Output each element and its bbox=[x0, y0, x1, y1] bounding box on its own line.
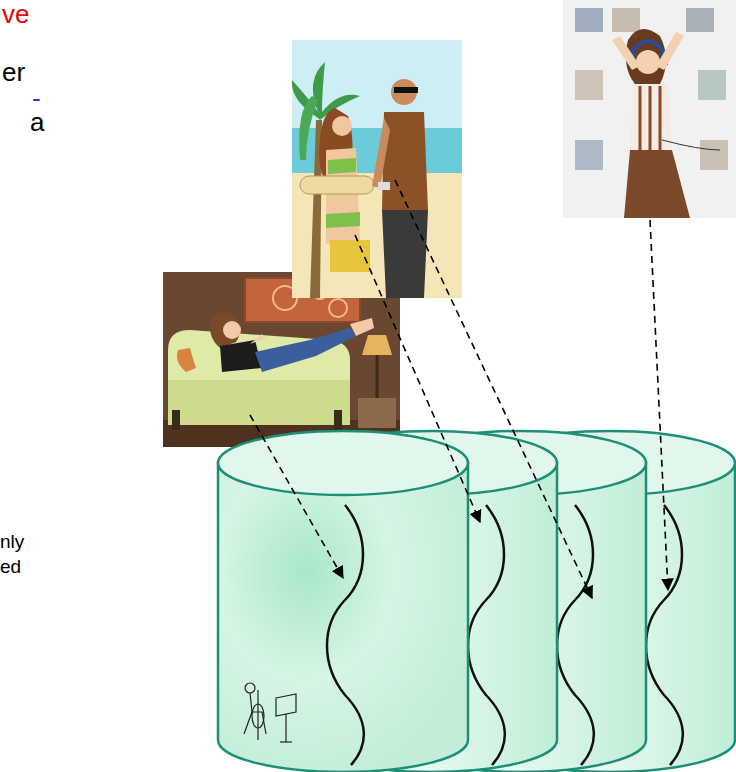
cellist-icon-part bbox=[257, 690, 258, 740]
couch-scene-part bbox=[220, 340, 262, 372]
headphones-scene-part bbox=[575, 70, 603, 100]
couch-scene-part bbox=[250, 334, 266, 344]
disk-part bbox=[327, 505, 364, 765]
beach-scene-part bbox=[299, 96, 318, 160]
beach-scene-part bbox=[300, 176, 374, 194]
headphones-scene-part bbox=[656, 32, 684, 70]
cellist-icon-part bbox=[280, 741, 292, 742]
leader-arrows-part bbox=[250, 415, 343, 578]
headphones-scene-part bbox=[612, 36, 640, 70]
beach-scene-part bbox=[378, 182, 390, 190]
cellist-icon-part bbox=[285, 714, 286, 742]
headphones-scene-part bbox=[700, 140, 728, 170]
couch-scene-part bbox=[358, 398, 396, 428]
couch-scene-part bbox=[163, 272, 400, 447]
leader-arrows-part bbox=[650, 220, 668, 590]
couch-scene-part bbox=[223, 321, 241, 339]
couch-scene-part bbox=[334, 410, 342, 430]
beach-scene-part bbox=[326, 212, 360, 228]
leader-arrows-part bbox=[395, 180, 592, 598]
couch-scene-part bbox=[362, 335, 392, 355]
disk-part bbox=[557, 505, 594, 765]
couch-scene-part bbox=[177, 348, 196, 372]
headphones-scene bbox=[563, 0, 736, 218]
cellist-icon-part bbox=[244, 712, 252, 734]
headphones-scene-part bbox=[630, 84, 672, 150]
slide-text-fragment: er bbox=[2, 58, 25, 87]
beach-scene-part bbox=[326, 148, 360, 244]
beach-scene-part bbox=[372, 118, 390, 188]
headphones-scene-part bbox=[632, 41, 664, 52]
slide-text-fragment: nly bbox=[0, 532, 24, 553]
headphones-scene-part bbox=[686, 8, 714, 32]
cellist-icon-part bbox=[276, 694, 296, 716]
headphones-scene-part bbox=[649, 86, 652, 150]
beach-scene-part bbox=[382, 210, 428, 298]
beach-scene-part bbox=[292, 62, 360, 120]
headphones-scene-part bbox=[624, 150, 690, 218]
slide-text-fragment: ed bbox=[0, 557, 21, 578]
beach-scene-part bbox=[330, 240, 370, 272]
headphones-scene-part bbox=[575, 140, 603, 170]
couch-scene-part bbox=[376, 355, 379, 402]
headphones-scene-part bbox=[575, 8, 603, 32]
leader-arrows-part bbox=[355, 235, 480, 522]
beach-scene-part bbox=[328, 158, 356, 174]
headphones-scene-part bbox=[563, 0, 736, 218]
disk bbox=[218, 431, 468, 772]
disk-part bbox=[468, 505, 505, 765]
cellist-icon-part bbox=[245, 683, 255, 693]
couch-scene-part bbox=[329, 299, 347, 317]
couch-scene-part bbox=[168, 380, 350, 425]
beach-scene-part bbox=[292, 40, 462, 298]
couch-scene bbox=[163, 272, 400, 447]
slide-text-fragment: ve bbox=[2, 0, 29, 29]
headphones-scene-part bbox=[612, 8, 640, 32]
headphones-scene-part bbox=[662, 140, 720, 150]
beach-scene-part bbox=[382, 112, 428, 210]
disk-stack bbox=[218, 431, 735, 772]
couch-scene-part bbox=[210, 312, 240, 348]
leader-arrows bbox=[250, 180, 668, 598]
disk-part bbox=[218, 463, 468, 772]
beach-scene-part bbox=[332, 116, 352, 136]
headphones-scene-part bbox=[636, 50, 660, 74]
couch-scene-part bbox=[172, 410, 180, 430]
disk-part bbox=[218, 431, 468, 495]
beach-scene bbox=[292, 40, 462, 298]
couch-scene-part bbox=[255, 328, 356, 372]
beach-scene-part bbox=[391, 79, 417, 105]
slide-text-fragment: a bbox=[30, 108, 44, 137]
headphones-scene-part bbox=[639, 86, 642, 150]
headphones-scene-part bbox=[659, 86, 662, 150]
couch-scene-part bbox=[350, 318, 374, 336]
headphones-scene-part bbox=[698, 70, 726, 100]
beach-scene-part bbox=[394, 87, 418, 93]
cellist-icon bbox=[244, 683, 296, 742]
disk-part bbox=[646, 505, 683, 765]
